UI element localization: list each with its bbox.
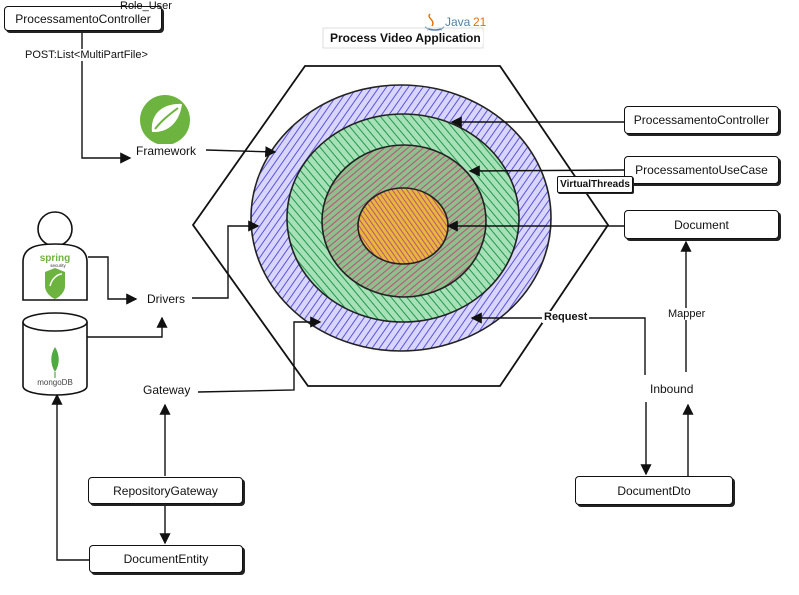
processamento-usecase-box: ProcessamentoUseCase xyxy=(624,156,779,184)
document-box: Document xyxy=(624,210,779,239)
spring-logo-icon xyxy=(140,95,190,145)
repository-gateway-label: RepositoryGateway xyxy=(113,483,218,498)
document-dto-label: DocumentDto xyxy=(617,483,691,498)
role-user-label: Role_User xyxy=(120,0,172,12)
drivers-label: Drivers xyxy=(145,292,187,306)
mongodb-label: mongoDB xyxy=(37,378,73,387)
java-badge-text: Java xyxy=(445,15,471,29)
gateway-label: Gateway xyxy=(141,383,193,397)
document-entity-label: DocumentEntity xyxy=(123,552,209,566)
framework-label: Framework xyxy=(134,144,199,158)
user-security-icon xyxy=(22,211,88,301)
usecase-label: ProcessamentoUseCase xyxy=(635,163,768,177)
top-controller-label: ProcessamentoController xyxy=(15,11,151,26)
core xyxy=(357,187,449,265)
top-processamento-controller: ProcessamentoController xyxy=(4,6,162,31)
spring-security-subword: security xyxy=(50,263,66,268)
repository-gateway-box: RepositoryGateway xyxy=(88,477,243,504)
mongodb-database-icon xyxy=(22,312,88,396)
spring-security-word: spring xyxy=(40,253,71,264)
request-label: Request xyxy=(542,311,590,323)
right-controller-label: ProcessamentoController xyxy=(633,113,770,127)
document-dto-box: DocumentDto xyxy=(575,476,733,505)
post-request-label: POST:List<MultiPartFile> xyxy=(23,49,150,61)
document-entity-box: DocumentEntity xyxy=(89,545,243,573)
virtual-threads-badge: VirtualThreads xyxy=(557,176,633,193)
virtual-threads-label: VirtualThreads xyxy=(560,179,630,190)
title-frame xyxy=(322,27,484,49)
right-processamento-controller-box: ProcessamentoController xyxy=(624,106,779,134)
document-label: Document xyxy=(674,217,729,232)
diagram-title: Process Video Application xyxy=(328,31,483,45)
java-badge-version: 21 xyxy=(473,15,487,29)
mapper-label: Mapper xyxy=(666,308,708,320)
inbound-label: Inbound xyxy=(648,382,696,396)
